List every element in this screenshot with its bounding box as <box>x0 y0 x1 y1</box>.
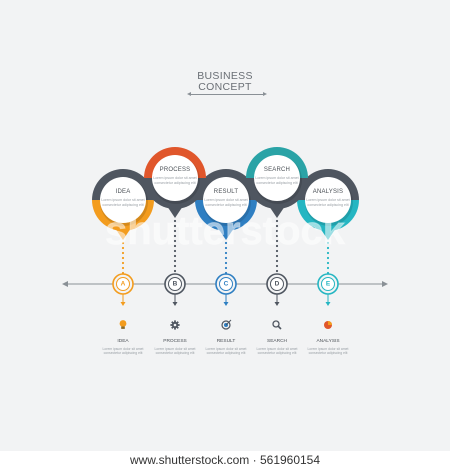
connector-dot <box>275 234 279 238</box>
connector-dot <box>224 266 228 270</box>
connector-dot <box>121 251 125 255</box>
search-icon <box>272 320 282 330</box>
timeline-marker-a <box>112 273 134 306</box>
watermark-text: shutterstock <box>105 209 346 253</box>
connector-dot <box>275 219 279 223</box>
connector-dot <box>326 261 330 265</box>
connector-dot <box>275 239 279 243</box>
connector-dot <box>326 246 330 250</box>
bottom-label-analysis: ANALYSIS <box>316 339 340 344</box>
diagram-title: BUSINESS CONCEPT <box>197 71 253 93</box>
target-icon <box>221 319 232 330</box>
connector-dot <box>275 249 279 253</box>
bottom-label-idea: IDEA <box>117 339 129 344</box>
connector-dot <box>173 254 177 258</box>
step-title-result: RESULT <box>213 189 239 195</box>
connector-dot <box>173 244 177 248</box>
connector-dot <box>173 234 177 238</box>
step-title-idea: IDEA <box>115 189 131 195</box>
bottom-description: Lorem ipsum dolor sit amet consectetur a… <box>307 347 349 356</box>
marker-letter-c: C <box>223 280 229 288</box>
step-title-process: PROCESS <box>159 167 191 173</box>
marker-letter-e: E <box>325 280 331 288</box>
connector-dot <box>224 256 228 260</box>
step-node-search <box>246 147 308 273</box>
step-description: Lorem ipsum dolor sit amet consectetur a… <box>306 198 350 207</box>
connector-dot <box>224 241 228 245</box>
connector-dot <box>173 239 177 243</box>
step-pointer <box>218 228 234 240</box>
footer-credit: www.shutterstock.com · 561960154 <box>0 451 450 470</box>
connector-dot <box>326 266 330 270</box>
bottom-description: Lorem ipsum dolor sit amet consectetur a… <box>102 347 144 356</box>
step-node-idea <box>92 169 154 275</box>
connector-dot <box>224 246 228 250</box>
connector-dot <box>121 246 125 250</box>
step-node-process <box>144 147 206 273</box>
bottom-description: Lorem ipsum dolor sit amet consectetur a… <box>154 347 196 356</box>
step-pointer <box>115 228 131 240</box>
connector-dot <box>275 244 279 248</box>
step-pointer <box>269 206 285 218</box>
connector-dot <box>173 249 177 253</box>
connector-dot <box>326 251 330 255</box>
connector-dot <box>173 229 177 233</box>
bottom-description: Lorem ipsum dolor sit amet consectetur a… <box>256 347 298 356</box>
connector-dot <box>224 251 228 255</box>
connector-dot <box>275 229 279 233</box>
connector-dot <box>275 259 279 263</box>
bottom-label-process: PROCESS <box>163 339 187 344</box>
marker-letter-a: A <box>120 280 126 288</box>
title-line-1: BUSINESS <box>197 70 253 82</box>
timeline-marker-b <box>164 273 186 306</box>
pie-chart-icon <box>324 321 332 329</box>
title-divider <box>187 92 267 96</box>
connector-dot <box>275 254 279 258</box>
step-inner-disc <box>203 177 249 223</box>
timeline-arrow-right <box>382 281 388 287</box>
step-inner-disc <box>100 177 146 223</box>
timeline-arrow-left <box>62 281 68 287</box>
bottom-description: Lorem ipsum dolor sit amet consectetur a… <box>205 347 247 356</box>
connector-dot <box>121 261 125 265</box>
timeline-marker-d <box>266 273 288 306</box>
step-inner-disc <box>152 155 198 201</box>
connector-dot <box>173 264 177 268</box>
connector-dot <box>121 241 125 245</box>
step-inner-disc <box>305 177 351 223</box>
connector-dot <box>275 269 279 273</box>
connector-dot <box>326 256 330 260</box>
title-line-2: CONCEPT <box>198 81 252 93</box>
step-title-analysis: ANALYSIS <box>312 189 344 195</box>
step-description: Lorem ipsum dolor sit amet consectetur a… <box>204 198 248 207</box>
connector-dot <box>275 224 279 228</box>
timeline-marker-e <box>317 273 339 306</box>
connector-dot <box>326 241 330 245</box>
bottom-label-search: SEARCH <box>267 339 287 344</box>
step-description: Lorem ipsum dolor sit amet consectetur a… <box>101 198 145 207</box>
connector-dot <box>173 219 177 223</box>
step-node-analysis <box>297 169 359 275</box>
connector-dot <box>173 259 177 263</box>
step-title-search: SEARCH <box>263 167 291 173</box>
step-inner-disc <box>254 155 300 201</box>
marker-letter-b: B <box>172 280 178 288</box>
step-pointer <box>320 228 336 240</box>
step-pointer <box>167 206 183 218</box>
gear-icon <box>170 320 180 330</box>
step-description: Lorem ipsum dolor sit amet consectetur a… <box>153 176 197 185</box>
lightbulb-icon <box>119 320 127 329</box>
bottom-label-result: RESULT <box>216 339 236 344</box>
timeline-marker-c <box>215 273 237 306</box>
connector-dot <box>121 256 125 260</box>
connector-dot <box>275 264 279 268</box>
step-node-result <box>195 169 257 275</box>
connector-dot <box>173 269 177 273</box>
connector-dot <box>121 266 125 270</box>
connector-dot <box>224 261 228 265</box>
marker-letter-d: D <box>274 280 280 288</box>
step-description: Lorem ipsum dolor sit amet consectetur a… <box>255 176 299 185</box>
connector-dot <box>173 224 177 228</box>
